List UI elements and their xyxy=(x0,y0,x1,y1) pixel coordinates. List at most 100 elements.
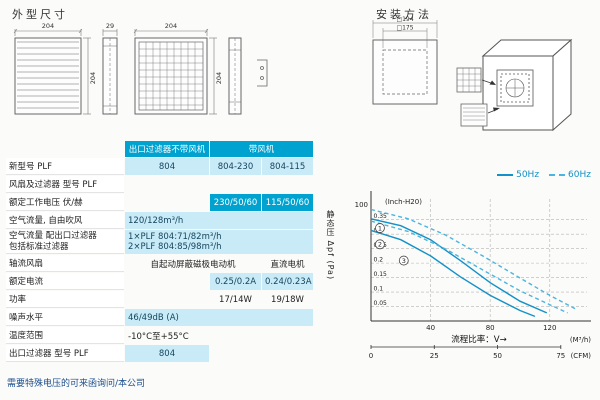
spec-table: 出口过滤器不带风机 带风机 新型号 PLF 804 804-230 804-11… xyxy=(5,140,314,363)
svg-text:0.35: 0.35 xyxy=(374,213,388,220)
louver-front-view xyxy=(14,37,82,115)
cutout-inner-label: □175 xyxy=(396,25,413,32)
cabinet-cutout-hole xyxy=(496,69,534,107)
spec-value: 230/50/60 xyxy=(210,194,261,211)
table-row: 轴流风扇 自起动屏蔽磁极电动机 直流电机 xyxy=(6,255,313,273)
spec-value: 19/18W xyxy=(271,294,304,305)
table-row: 功率 17/14W 19/18W xyxy=(6,291,313,309)
spec-value: 17/14W xyxy=(219,294,252,305)
mounting-clip-detail xyxy=(257,59,268,87)
spec-value: 0.24/0.23A xyxy=(262,273,314,291)
svg-text:80: 80 xyxy=(486,324,495,332)
dimension-side-depth xyxy=(102,29,118,36)
install-arrow xyxy=(481,79,496,85)
svg-text:75: 75 xyxy=(556,352,565,360)
table-row: 额定电流 0.25/0.2A 0.24/0.23A xyxy=(6,273,314,291)
table-row: 温度范围 -10°C至+55°C xyxy=(6,327,313,345)
spec-value: 804 xyxy=(125,158,209,175)
table-header-row: 出口过滤器不带风机 带风机 xyxy=(6,141,314,157)
louver-width-label: 204 xyxy=(42,22,54,30)
svg-text:1: 1 xyxy=(378,224,382,232)
table-row: 风扇及过滤器 型号 PLF xyxy=(6,176,313,193)
legend-50hz-label: 50Hz xyxy=(516,170,540,180)
performance-chart: 50Hz 60Hz 静态压 Δpf (Pa) 40801200.350.30.2… xyxy=(325,170,597,396)
spec-value: 804 xyxy=(125,345,209,363)
chart-legend: 50Hz 60Hz xyxy=(497,170,591,180)
spec-label: 额定电流 xyxy=(6,273,124,291)
dimension-grille-height xyxy=(209,37,217,115)
spec-empty-cell xyxy=(262,345,313,362)
side-profile-view-2 xyxy=(228,37,242,115)
svg-text:(M³/h): (M³/h) xyxy=(570,336,591,344)
svg-text:25: 25 xyxy=(430,352,439,360)
col-header-with-fan: 带风机 xyxy=(210,141,314,157)
cutout-panel xyxy=(372,39,438,105)
spec-label: 噪声水平 xyxy=(6,309,124,327)
legend-60hz: 60Hz xyxy=(549,170,591,180)
installation-method-title: 安装方法 xyxy=(376,8,432,21)
table-row: 空气流量 配出口过滤器 包括标准过滤器 1×PLF 804:71/82m³/h … xyxy=(6,230,314,255)
cabinet xyxy=(481,38,573,132)
legend-50hz-line-swatch xyxy=(497,173,514,176)
spec-label: 温度范围 xyxy=(6,327,124,345)
dimension-louver-width xyxy=(13,28,83,36)
svg-text:0.05: 0.05 xyxy=(374,300,388,307)
spec-value: 120/128m³/h xyxy=(125,212,314,229)
spec-corner-cell xyxy=(6,141,124,157)
table-row: 额定工作电压 伏/赫 230/50/60 115/50/60 xyxy=(6,194,314,211)
svg-text:(CFM): (CFM) xyxy=(571,352,592,360)
cutout-outer-label: □194 xyxy=(396,16,413,23)
exploded-filter xyxy=(456,67,482,93)
svg-text:3: 3 xyxy=(402,257,406,265)
spec-value: 直流电机 xyxy=(270,259,305,270)
spec-empty-cell xyxy=(125,176,209,193)
static-pressure-flow-chart: 40801200.350.30.250.20.150.10.05100(Inch… xyxy=(355,191,592,360)
spec-label: 轴流风扇 xyxy=(6,255,124,273)
spec-empty-cell xyxy=(125,273,209,290)
legend-60hz-label: 60Hz xyxy=(568,170,591,180)
install-arrow-2 xyxy=(487,107,500,114)
spec-label: 出口过滤器 型号 PLF xyxy=(6,345,124,363)
chart-y-axis-label: 静态压 Δpf (Pa) xyxy=(326,210,335,281)
table-row: 出口过滤器 型号 PLF 804 xyxy=(6,345,313,363)
svg-text:0.15: 0.15 xyxy=(374,271,388,278)
outline-dimensions-title: 外型尺寸 xyxy=(12,8,68,21)
svg-text:100: 100 xyxy=(355,201,368,209)
dimension-louver-height xyxy=(83,37,91,115)
spec-label: 空气流量 配出口过滤器 包括标准过滤器 xyxy=(6,230,124,255)
side-profile-view xyxy=(102,37,118,115)
grille-front-view xyxy=(134,37,208,115)
grille-height-label: 204 xyxy=(215,72,223,84)
table-row: 新型号 PLF 804 804-230 804-115 xyxy=(6,158,314,175)
legend-60hz-line-swatch xyxy=(549,173,566,176)
spec-value: 1×PLF 804:71/82m³/h 2×PLF 804:85/98m³/h xyxy=(125,230,314,255)
table-row: 空气流量, 自由吹风 120/128m³/h xyxy=(6,212,314,229)
outline-dimension-drawings: 204 204 29 204 204 xyxy=(13,22,268,115)
louver-height-label: 204 xyxy=(89,72,97,84)
spec-value: 自起动屏蔽磁极电动机 xyxy=(150,259,236,270)
side-depth-label: 29 xyxy=(106,22,114,30)
svg-text:120: 120 xyxy=(543,324,556,332)
spec-label: 功率 xyxy=(6,291,124,309)
spec-empty-cell xyxy=(210,345,261,362)
svg-text:0.2: 0.2 xyxy=(374,257,384,264)
installation-diagram: □194 □175 xyxy=(372,16,573,132)
svg-text:0.1: 0.1 xyxy=(374,286,384,293)
spec-label: 空气流量, 自由吹风 xyxy=(6,212,124,229)
dimension-cutout-outer xyxy=(372,20,438,38)
spec-value: 115/50/60 xyxy=(262,194,314,211)
table-row: 噪声水平 46/49dB (A) xyxy=(6,309,314,327)
spec-label: 额定工作电压 伏/赫 xyxy=(6,194,124,211)
spec-value: 804-115 xyxy=(262,158,314,175)
spec-empty-cell xyxy=(125,194,209,211)
legend-50hz: 50Hz xyxy=(497,170,539,180)
spec-empty-cell xyxy=(210,176,261,193)
exploded-grille xyxy=(460,103,488,127)
spec-value: 46/49dB (A) xyxy=(125,309,314,327)
svg-text:0: 0 xyxy=(369,352,373,360)
dimension-cutout-inner xyxy=(382,28,428,48)
spec-value: -10°C至+55°C xyxy=(128,331,189,342)
spec-empty-cell xyxy=(125,291,209,308)
col-header-no-fan: 出口过滤器不带风机 xyxy=(125,141,209,157)
svg-text:40: 40 xyxy=(426,324,435,332)
